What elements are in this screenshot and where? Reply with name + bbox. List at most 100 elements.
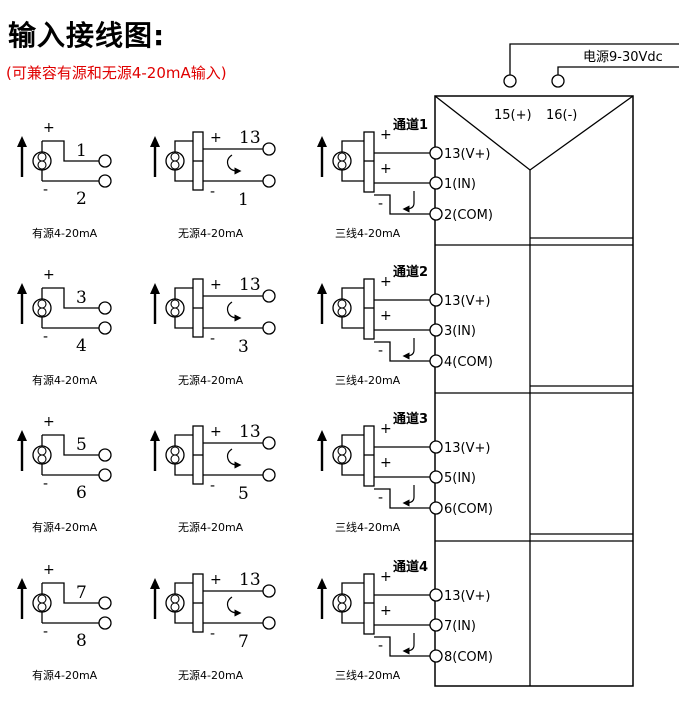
wire: [374, 194, 430, 215]
curl-arrow: [226, 596, 242, 617]
plus-sign: +: [380, 274, 392, 290]
terminal-v: [429, 293, 443, 307]
power-supply: 电源9-30Vdc 15(+) 16(-): [494, 43, 679, 123]
source-loop: [170, 454, 180, 464]
plus-sign: +: [210, 277, 222, 293]
wire: [174, 464, 193, 476]
source-loop: [337, 454, 347, 464]
source-loop: [337, 307, 347, 317]
wire: [42, 140, 99, 162]
active-label: 有源4-20mA: [32, 668, 98, 682]
wire: [42, 434, 99, 456]
curl-arrow: [226, 448, 242, 469]
wiring-row-4: +-78有源4-20mA+-137无源4-20mA++-13(V+)7(IN)8…: [17, 559, 493, 682]
current-source-symbol: [317, 283, 352, 324]
power-label: 电源9-30Vdc: [583, 50, 663, 65]
wire: [374, 636, 430, 657]
terminal-upper: [98, 301, 112, 315]
passive-label: 无源4-20mA: [178, 373, 244, 387]
terminal-lower: [262, 321, 276, 335]
minus-sign: -: [378, 638, 383, 654]
terminal-in: [429, 176, 443, 190]
page-title: 输入接线图:: [8, 19, 166, 52]
current-source-symbol: [317, 136, 352, 177]
three-wire-label: 三线4-20mA: [335, 226, 401, 240]
current-arrow-head: [150, 283, 160, 294]
terminal-com: [429, 649, 443, 663]
terminal-15: [503, 74, 517, 88]
current-source-symbol: [150, 283, 185, 324]
curl-arrow: [402, 191, 415, 213]
channel-label: 通道3: [393, 411, 428, 427]
com-terminal-label: 2(COM): [444, 208, 493, 223]
source-loop: [37, 454, 47, 464]
source-loop: [37, 307, 47, 317]
pin-lower-number: 8: [76, 631, 87, 651]
in-terminal-label: 5(IN): [444, 471, 476, 486]
plus-sign: +: [43, 562, 55, 578]
terminal-lower: [98, 616, 112, 630]
active-label: 有源4-20mA: [32, 226, 98, 240]
minus-sign: -: [210, 331, 215, 347]
source-loop: [37, 602, 47, 612]
current-source-symbol: [17, 283, 52, 324]
pin-v-number: 13: [239, 570, 261, 590]
wire: [42, 287, 99, 309]
in-terminal-label: 7(IN): [444, 619, 476, 634]
wire: [341, 464, 364, 476]
source-loop: [170, 307, 180, 317]
current-source-symbol: [317, 430, 352, 471]
wire: [174, 170, 193, 182]
wire: [174, 582, 193, 594]
terminal-in: [429, 618, 443, 632]
terminal-v: [262, 584, 276, 598]
three-wire-label: 三线4-20mA: [335, 520, 401, 534]
current-source-symbol: [150, 430, 185, 471]
terminal-lower: [98, 174, 112, 188]
current-arrow-head: [150, 578, 160, 589]
plus-sign: +: [380, 308, 392, 324]
plus-sign: +: [210, 130, 222, 146]
channel-label: 通道1: [393, 117, 428, 133]
wire: [341, 612, 364, 624]
plus-sign: +: [210, 424, 222, 440]
minus-sign: -: [378, 196, 383, 212]
channel-label: 通道2: [393, 264, 428, 280]
terminal-v: [429, 440, 443, 454]
pin-upper-number: 7: [238, 632, 249, 652]
terminal-upper: [98, 154, 112, 168]
current-arrow-head: [17, 136, 27, 147]
pin-v-number: 13: [239, 128, 261, 148]
plus-sign: +: [43, 267, 55, 283]
terminal-v: [262, 142, 276, 156]
minus-sign: -: [378, 343, 383, 359]
com-terminal-label: 8(COM): [444, 650, 493, 665]
source-loop: [337, 160, 347, 170]
current-arrow-head: [317, 578, 327, 589]
current-arrow-head: [17, 283, 27, 294]
passive-label: 无源4-20mA: [178, 226, 244, 240]
channel-label: 通道4: [393, 559, 428, 575]
three-wire-label: 三线4-20mA: [335, 668, 401, 682]
pin-upper-number: 7: [76, 583, 87, 603]
wire: [374, 488, 430, 509]
minus-sign: -: [43, 182, 48, 198]
wiring-row-3: +-56有源4-20mA+-135无源4-20mA++-13(V+)5(IN)6…: [17, 411, 493, 534]
module-body: [434, 95, 634, 687]
wire: [341, 140, 364, 152]
current-source-symbol: [17, 136, 52, 177]
terminal-lower: [262, 616, 276, 630]
wiring-row-1: +-12有源4-20mA+-131无源4-20mA++-13(V+)1(IN)2…: [17, 117, 493, 240]
resistor-block: [363, 278, 375, 340]
plus-sign: +: [380, 603, 392, 619]
v-terminal-label: 13(V+): [444, 294, 490, 309]
wire: [374, 341, 430, 362]
wire: [174, 434, 193, 446]
